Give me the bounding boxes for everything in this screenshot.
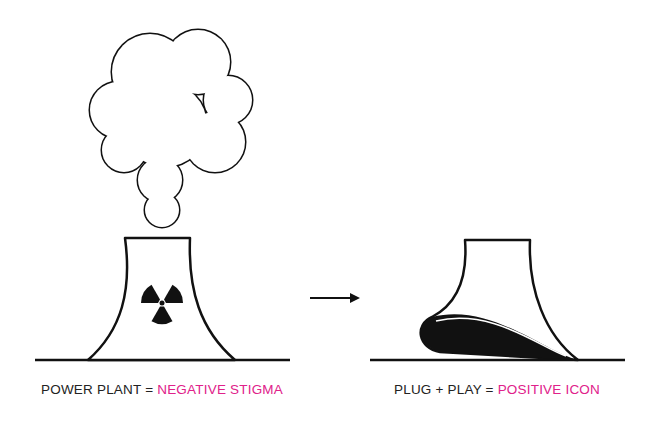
arrow-head [350,293,360,303]
trefoil-center [160,301,165,306]
cloud-puff [102,128,146,172]
cloud-puff [145,193,179,227]
plug-sole [421,314,578,360]
trefoil-blade [164,285,183,303]
arrow-line [310,297,352,299]
cloud-puff [145,193,179,227]
highlight-text: NEGATIVE STIGMA [157,382,283,397]
caption-text: POWER PLANT = [41,382,153,397]
caption-text: PLUG + PLAY = [394,382,494,397]
trefoil-blade [141,285,160,303]
trefoil-blade [152,306,173,324]
smoke-cloud [90,30,252,227]
cloud-puff [102,128,146,172]
smoke-cloud-fill [90,30,252,227]
cloud-puff [185,112,245,172]
cooling-tower-shoe [421,240,578,360]
radiation-symbol [141,285,183,324]
highlight-text: POSITIVE ICON [498,382,600,397]
caption: POWER PLANT = NEGATIVE STIGMA [41,382,283,397]
cooling-tower [88,238,235,360]
plug-sole-line [436,318,566,356]
cloud-puff [185,112,245,172]
ground-line [370,359,625,362]
caption: PLUG + PLAY = POSITIVE ICON [394,382,600,397]
